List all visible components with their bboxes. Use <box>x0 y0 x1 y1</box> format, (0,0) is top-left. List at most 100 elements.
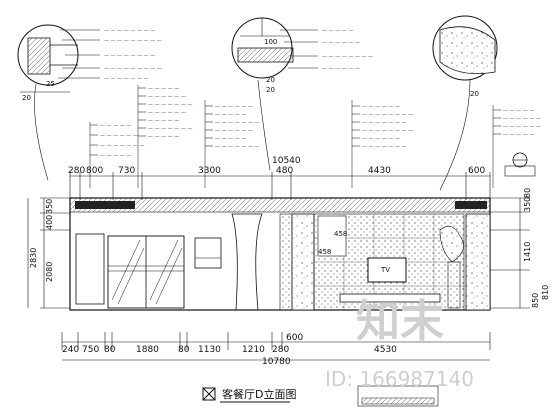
svg-text:— — — — — —: — — — — — — <box>148 110 186 116</box>
top-dim-6: 4430 <box>368 166 391 176</box>
detail1-dim-a: 20 <box>22 94 31 102</box>
bottom-dim-4: 1880 <box>136 345 159 355</box>
detail1-dim-b: 25 <box>46 80 55 88</box>
right-dim-2: 350 <box>523 197 532 212</box>
annotation-notes-left: — — — — — — — — — — — — — — — — — — — — … <box>100 86 260 159</box>
right-dim-5: 810 <box>541 285 550 300</box>
top-dim-3: 730 <box>118 166 135 176</box>
right-dim-1: 1410 <box>523 242 532 262</box>
sliding-doors <box>107 235 185 309</box>
drawing-title-block: 客餐厅D立面图 <box>202 387 296 403</box>
tv-unit: TV <box>339 257 441 303</box>
detail-callout-2: 100 20 20 — — — — — — — — — — — — — — — … <box>231 17 373 171</box>
detail2-dim-a: 100 <box>264 38 277 46</box>
right-dim-4: 850 <box>531 293 540 308</box>
top-dim-2: 800 <box>86 166 103 176</box>
svg-text:— — — — — — —: — — — — — — — <box>215 120 260 126</box>
svg-text:— — — — —: — — — — — <box>215 112 246 118</box>
section-callout-right <box>504 152 536 177</box>
top-dim-4: 3300 <box>198 166 221 176</box>
svg-text:— — — — — — — —: — — — — — — — — <box>104 28 155 34</box>
svg-text:— — — — — —: — — — — — — <box>362 136 400 142</box>
svg-text:— — — — — — — —: — — — — — — — — <box>362 128 413 134</box>
left-dimension-chain <box>27 197 70 309</box>
svg-text:— — — — — —: — — — — — — <box>215 104 253 110</box>
bottom-dim-9: 4530 <box>374 345 397 355</box>
annotation-leaders-right <box>351 100 501 188</box>
svg-text:— — — — — — —: — — — — — — — <box>104 76 149 82</box>
svg-text:— — — — — —: — — — — — — <box>362 104 400 110</box>
svg-text:— — — — — — — —: — — — — — — — — <box>104 53 155 59</box>
bottom-overall-width: 10780 <box>262 357 291 367</box>
svg-text:— — — — — — —: — — — — — — — <box>362 144 407 150</box>
panel-label: 458 <box>318 248 331 256</box>
watermark-id: ID: 166987140 <box>325 367 474 391</box>
tv-label: TV <box>380 266 390 274</box>
top-dim-total: 10540 <box>272 156 301 166</box>
svg-text:— — — — —: — — — — — <box>503 132 534 138</box>
svg-text:— — — — —: — — — — — <box>215 136 246 142</box>
svg-text:— — — — — — —: — — — — — — — <box>362 120 407 126</box>
left-dim-3: 2080 <box>45 262 54 282</box>
bottom-dim-3: 80 <box>104 345 116 355</box>
left-dim-1: 350 <box>45 199 54 214</box>
svg-text:— — — — — —: — — — — — — <box>148 94 186 100</box>
detail2-dim-c: 20 <box>266 86 275 94</box>
detail2-dim-b: 20 <box>266 76 275 84</box>
section-stub-bottom <box>357 385 439 407</box>
bottom-dim-6: 1130 <box>198 345 221 355</box>
svg-text:— — — — — — —: — — — — — — — <box>100 143 145 149</box>
svg-text:— — — — — —: — — — — — — <box>503 116 541 122</box>
top-dim-5: 480 <box>276 166 293 176</box>
svg-text:— — — — — —: — — — — — — <box>100 133 138 139</box>
detail-callout-1: 20 25 — — — — — — — — — — — — — — — — — … <box>17 24 162 181</box>
svg-text:— — — — — — — — —: — — — — — — — — — <box>104 66 162 72</box>
svg-text:— — — — —: — — — — — <box>148 118 179 124</box>
drawing-title: 客餐厅D立面图 <box>222 387 296 401</box>
watermark-logo: 知末 <box>356 296 444 347</box>
left-dim-2: 400 <box>45 215 54 230</box>
watermark: 知末 ID: 166987140 <box>325 296 474 391</box>
bottom-dim-5: 80 <box>178 345 190 355</box>
detail3-dim: 20 <box>470 90 479 98</box>
bottom-dimension-chain <box>61 332 491 361</box>
annotation-leaders-left <box>89 85 213 188</box>
detail-callout-3: 20 <box>432 15 498 191</box>
svg-text:— — — — —: — — — — — <box>148 134 179 140</box>
annotation-notes-right: — — — — — — — — — — — — — — — — — — — — … <box>362 104 541 150</box>
title-symbol <box>202 387 216 401</box>
svg-text:— — — — — — — —: — — — — — — — — <box>322 54 373 60</box>
svg-text:— — — — — — —: — — — — — — — <box>148 126 193 132</box>
svg-text:— — — — — — — — —: — — — — — — — — — <box>104 38 162 44</box>
detail1-leaders <box>58 29 100 79</box>
right-dim-3: 80 <box>523 188 532 198</box>
svg-text:— — — — —: — — — — — <box>148 86 179 92</box>
svg-text:— — — — — —: — — — — — — <box>322 40 360 46</box>
detail1-notes: — — — — — — — — — — — — — — — — — — — — … <box>104 28 162 82</box>
bottom-dim-7: 1210 <box>242 345 265 355</box>
bottom-dim-extra: 600 <box>286 333 303 343</box>
svg-text:— — — — — —: — — — — — — <box>322 66 360 72</box>
top-dim-7: 600 <box>468 166 485 176</box>
left-overall-height: 2830 <box>29 248 38 268</box>
svg-text:— — — — —: — — — — — <box>100 153 131 159</box>
right-dimension-chain <box>490 197 530 309</box>
svg-text:— — — — —: — — — — — <box>100 123 131 129</box>
top-dim-1: 280 <box>68 166 85 176</box>
svg-text:— — — — — —: — — — — — — <box>503 124 541 130</box>
bottom-dim-2: 750 <box>82 345 99 355</box>
elevation-main: 458 458 TV <box>69 197 491 311</box>
svg-text:— — — — — — —: — — — — — — — <box>215 144 260 150</box>
svg-text:— — — — — —: — — — — — — <box>215 128 253 134</box>
svg-text:— — — — — — — —: — — — — — — — — <box>362 112 413 118</box>
svg-text:— — — — —: — — — — — <box>322 28 353 34</box>
bottom-dim-8: 280 <box>272 345 289 355</box>
detail2-leaders <box>280 29 318 69</box>
detail2-notes: — — — — — — — — — — — — — — — — — — — — … <box>322 28 373 72</box>
bottom-dim-1: 240 <box>62 345 79 355</box>
svg-text:— — — — —: — — — — — <box>503 108 534 114</box>
area-label: 458 <box>334 230 347 238</box>
svg-text:— — — — — — —: — — — — — — — <box>148 102 193 108</box>
top-dimension-chain <box>69 172 491 200</box>
